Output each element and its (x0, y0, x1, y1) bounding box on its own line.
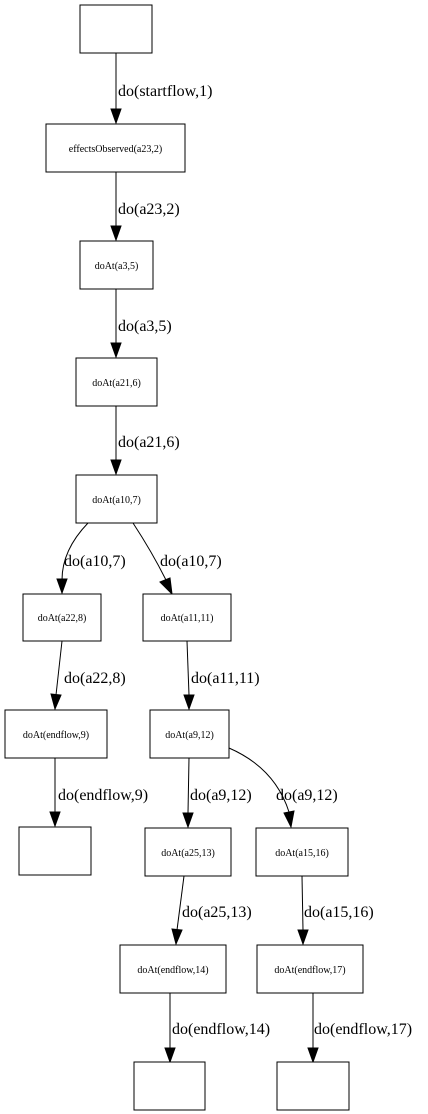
arrowhead-icon (307, 1047, 319, 1064)
edge-line (61, 522, 89, 581)
node-box (119, 944, 227, 994)
edge-label: do(a10,7) (160, 553, 222, 570)
node-box (79, 240, 154, 290)
arrowhead-icon (50, 693, 62, 711)
node-doat-a3: doAt(a3,5) (79, 240, 154, 290)
node-box (75, 474, 158, 524)
edge-line (132, 522, 167, 581)
edge-a9-right: do(a9,12) (228, 747, 338, 829)
edge-label: do(endflow,9) (58, 787, 148, 804)
node-box (256, 944, 364, 994)
edge-line (228, 747, 290, 813)
edge-label: do(endflow,17) (314, 1021, 412, 1038)
node-end-9 (18, 826, 92, 876)
node-label: doAt(a21,6) (92, 378, 141, 389)
arrowhead-icon (171, 928, 183, 946)
node-label: doAt(a3,5) (95, 261, 139, 272)
node-label: doAt(endflow,9) (23, 730, 89, 741)
arrowhead-icon (182, 812, 194, 829)
edge-a23: do(a23,2) (110, 172, 180, 242)
node-box (144, 827, 232, 877)
node-label: doAt(a25,13) (161, 848, 215, 859)
edge-line (176, 875, 185, 931)
edge-a22: do(a22,8) (50, 640, 126, 711)
edge-startflow: do(startflow,1) (110, 53, 213, 125)
node-effects-observed: effectsObserved(a23,2) (45, 123, 186, 173)
edge-label: do(a9,12) (190, 787, 252, 804)
edge-a11: do(a11,11) (183, 640, 260, 711)
edge-a21: do(a21,6) (110, 406, 180, 476)
arrowhead-icon (164, 1047, 176, 1064)
node-box (142, 593, 232, 642)
edge-line (187, 757, 190, 814)
node-doat-endflow-17: doAt(endflow,17) (256, 944, 364, 994)
arrowhead-icon (56, 578, 68, 595)
edge-a10-right: do(a10,7) (132, 522, 222, 596)
edge-label: do(a10,7) (64, 553, 126, 570)
node-label: doAt(a11,11) (161, 613, 214, 624)
node-box (75, 357, 158, 407)
edge-label: do(endflow,14) (172, 1021, 270, 1038)
node-doat-a11: doAt(a11,11) (142, 593, 232, 642)
arrowhead-icon (110, 459, 122, 476)
node-doat-a10: doAt(a10,7) (75, 474, 158, 524)
node-doat-a9: doAt(a9,12) (149, 709, 230, 759)
edge-label: do(a3,5) (118, 318, 172, 335)
node-box (79, 4, 153, 54)
edge-line (301, 875, 304, 931)
node-doat-a21: doAt(a21,6) (75, 357, 158, 407)
node-doat-endflow-14: doAt(endflow,14) (119, 944, 227, 994)
node-end-14 (133, 1061, 206, 1111)
node-start (79, 4, 153, 54)
arrowhead-icon (110, 108, 122, 125)
node-box (22, 593, 102, 642)
node-label: doAt(a9,12) (165, 730, 214, 741)
edge-label: do(a22,8) (64, 670, 126, 687)
edge-endflow-14: do(endflow,14) (164, 993, 270, 1064)
node-box (4, 709, 108, 759)
edge-label: do(a21,6) (118, 434, 180, 451)
node-box (133, 1061, 206, 1111)
node-end-17 (276, 1061, 350, 1111)
arrowhead-icon (110, 225, 122, 242)
arrowhead-icon (49, 811, 61, 828)
node-doat-a15: doAt(a15,16) (255, 827, 349, 877)
node-label: doAt(a15,16) (275, 848, 329, 859)
edge-label: do(a15,16) (304, 904, 374, 921)
edge-label: do(a23,2) (118, 201, 180, 218)
node-label: doAt(endflow,17) (274, 965, 345, 976)
node-box (276, 1061, 350, 1111)
edge-line (186, 640, 190, 696)
edge-a15: do(a15,16) (297, 875, 374, 946)
node-box (18, 826, 92, 876)
node-box (45, 123, 186, 173)
node-doat-a22: doAt(a22,8) (22, 593, 102, 642)
node-label: doAt(a22,8) (38, 613, 87, 624)
edge-label: do(a25,13) (182, 904, 252, 921)
node-label: doAt(a10,7) (92, 495, 141, 506)
edge-a25: do(a25,13) (171, 875, 252, 946)
arrowhead-icon (297, 929, 309, 946)
edge-label: do(a11,11) (191, 670, 260, 687)
arrowhead-icon (110, 342, 122, 359)
node-box (255, 827, 349, 877)
arrowhead-icon (183, 694, 195, 711)
edge-endflow-9: do(endflow,9) (49, 758, 148, 828)
node-label: effectsObserved(a23,2) (69, 144, 162, 155)
edge-endflow-17: do(endflow,17) (307, 993, 412, 1064)
node-doat-a25: doAt(a25,13) (144, 827, 232, 877)
edge-label: do(a9,12) (276, 787, 338, 804)
edge-a3: do(a3,5) (110, 289, 172, 359)
edge-a10-left: do(a10,7) (56, 522, 126, 595)
edge-line (55, 640, 63, 696)
arrowhead-icon (159, 577, 173, 596)
arrowhead-icon (283, 810, 295, 829)
node-doat-endflow-9: doAt(endflow,9) (4, 709, 108, 759)
edge-a9-left: do(a9,12) (182, 757, 252, 829)
node-label: doAt(endflow,14) (137, 965, 208, 976)
edge-label: do(startflow,1) (118, 83, 213, 100)
node-box (149, 709, 230, 759)
